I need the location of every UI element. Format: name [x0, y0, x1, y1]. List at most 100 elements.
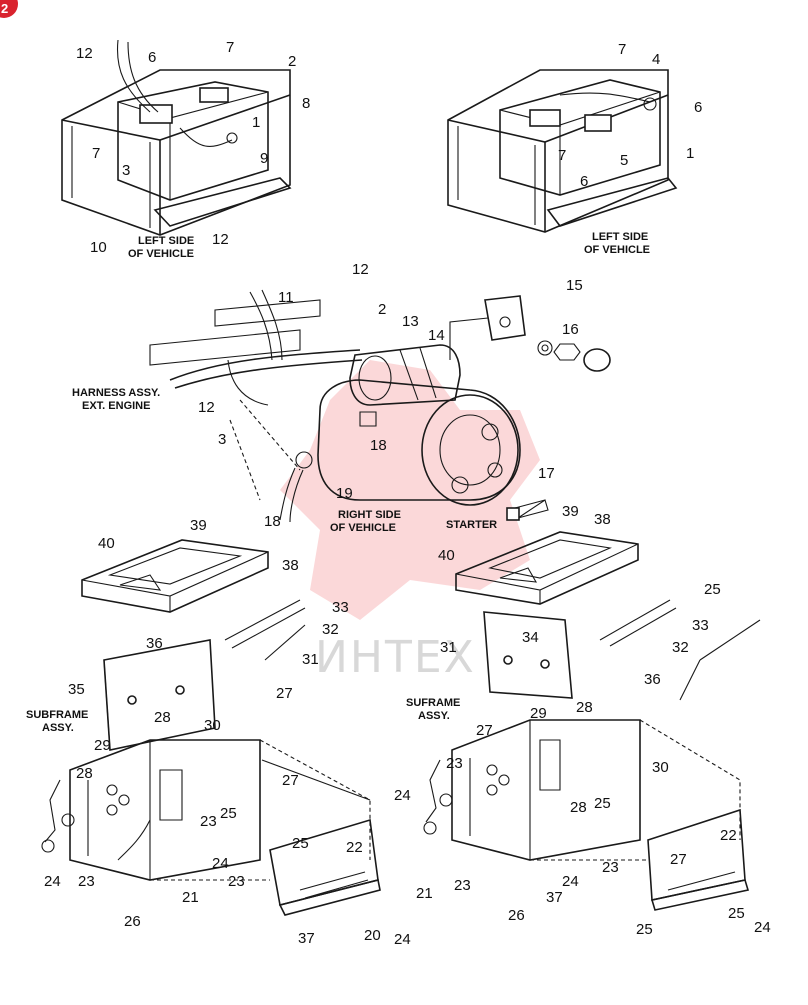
- callout-24: 24: [754, 919, 771, 936]
- callout-25: 25: [636, 921, 653, 938]
- callout-7: 7: [92, 145, 100, 162]
- caption-right-side-line2: OF VEHICLE: [330, 522, 396, 534]
- callout-27: 27: [476, 722, 493, 739]
- callout-39: 39: [562, 503, 579, 520]
- callout-37: 37: [298, 930, 315, 947]
- corner-badge: 2: [0, 0, 18, 18]
- battery-tray-left: [81, 539, 269, 613]
- callout-31: 31: [440, 639, 457, 656]
- subframe-assembly-right: [423, 599, 761, 911]
- callout-1: 1: [686, 145, 694, 162]
- callout-7: 7: [558, 147, 566, 164]
- callout-23: 23: [228, 873, 245, 890]
- callout-33: 33: [332, 599, 349, 616]
- callout-33: 33: [692, 617, 709, 634]
- callout-22: 22: [720, 827, 737, 844]
- callout-19: 19: [336, 485, 353, 502]
- callout-25: 25: [292, 835, 309, 852]
- callout-27: 27: [670, 851, 687, 868]
- callout-9: 9: [260, 150, 268, 167]
- callout-3: 3: [122, 162, 130, 179]
- callout-17: 17: [538, 465, 555, 482]
- callout-12: 12: [212, 231, 229, 248]
- callout-6: 6: [148, 49, 156, 66]
- callout-2: 2: [378, 301, 386, 318]
- callout-20: 20: [364, 927, 381, 944]
- caption-subframe-a-line2: ASSY.: [42, 722, 74, 734]
- callout-28: 28: [76, 765, 93, 782]
- callout-36: 36: [146, 635, 163, 652]
- callout-30: 30: [652, 759, 669, 776]
- callout-13: 13: [402, 313, 419, 330]
- callout-23: 23: [200, 813, 217, 830]
- callout-21: 21: [182, 889, 199, 906]
- callout-8: 8: [302, 95, 310, 112]
- callout-40: 40: [438, 547, 455, 564]
- callout-25: 25: [704, 581, 721, 598]
- callout-18: 18: [264, 513, 281, 530]
- battery-box-right-a: [447, 69, 678, 233]
- caption-left-side-b-line1: LEFT SIDE: [592, 231, 648, 243]
- caption-starter: STARTER: [446, 519, 497, 531]
- callout-24: 24: [394, 787, 411, 804]
- callout-37: 37: [546, 889, 563, 906]
- callout-28: 28: [154, 709, 171, 726]
- callout-36: 36: [644, 671, 661, 688]
- callout-15: 15: [566, 277, 583, 294]
- callout-22: 22: [346, 839, 363, 856]
- callout-16: 16: [562, 321, 579, 338]
- caption-subframe-b-line1: SUFRAME: [406, 697, 460, 709]
- captions: LEFT SIDE OF VEHICLE LEFT SIDE OF VEHICL…: [26, 231, 650, 734]
- caption-subframe-a-line1: SUBFRAME: [26, 709, 88, 721]
- caption-left-side-a-line1: LEFT SIDE: [138, 235, 194, 247]
- caption-harness-line2: EXT. ENGINE: [82, 400, 150, 412]
- callout-26: 26: [124, 913, 141, 930]
- callout-6: 6: [694, 99, 702, 116]
- callout-24: 24: [212, 855, 229, 872]
- callout-34: 34: [522, 629, 539, 646]
- caption-left-side-a-line2: OF VEHICLE: [128, 248, 194, 260]
- callout-25: 25: [594, 795, 611, 812]
- battery-tray-right: [455, 531, 639, 605]
- callout-3: 3: [218, 431, 226, 448]
- callout-14: 14: [428, 327, 445, 344]
- callout-31: 31: [302, 651, 319, 668]
- callout-29: 29: [530, 705, 547, 722]
- callout-28: 28: [570, 799, 587, 816]
- callout-6: 6: [580, 173, 588, 190]
- callout-25: 25: [728, 905, 745, 922]
- callout-38: 38: [282, 557, 299, 574]
- callout-39: 39: [190, 517, 207, 534]
- callout-29: 29: [94, 737, 111, 754]
- callout-12: 12: [352, 261, 369, 278]
- callout-24: 24: [394, 931, 411, 948]
- callout-25: 25: [220, 805, 237, 822]
- callout-27: 27: [282, 772, 299, 789]
- callout-28: 28: [576, 699, 593, 716]
- callout-21: 21: [416, 885, 433, 902]
- callout-7: 7: [618, 41, 626, 58]
- callout-38: 38: [594, 511, 611, 528]
- callout-24: 24: [44, 873, 61, 890]
- callout-23: 23: [78, 873, 95, 890]
- callout-4: 4: [652, 51, 660, 68]
- caption-left-side-b-line2: OF VEHICLE: [584, 244, 650, 256]
- callout-7: 7: [226, 39, 234, 56]
- callout-2: 2: [288, 53, 296, 70]
- callout-10: 10: [90, 239, 107, 256]
- callout-20: 20: [0, 0, 17, 4]
- caption-harness-line1: HARNESS ASSY.: [72, 387, 160, 399]
- battery-box-left-a: [61, 39, 292, 236]
- callout-27: 27: [276, 685, 293, 702]
- callout-11: 11: [278, 289, 294, 306]
- caption-right-side-line1: RIGHT SIDE: [338, 509, 401, 521]
- callout-23: 23: [446, 755, 463, 772]
- callout-40: 40: [98, 535, 115, 552]
- starter-assembly: [149, 289, 611, 523]
- caption-subframe-b-line2: ASSY.: [418, 710, 450, 722]
- callout-35: 35: [68, 681, 85, 698]
- callout-23: 23: [454, 877, 471, 894]
